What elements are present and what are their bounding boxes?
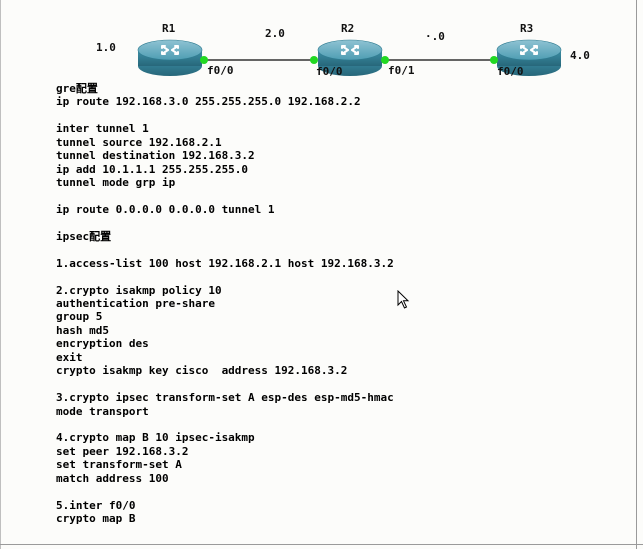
config-line: tunnel source 192.168.2.1 bbox=[56, 135, 222, 149]
link-endpoint-r3-f0-0 bbox=[490, 56, 498, 64]
router-r2-icon[interactable] bbox=[317, 39, 383, 76]
network-label-3: ·.0 bbox=[425, 30, 445, 43]
config-line: 3.crypto ipsec transform-set A esp-des e… bbox=[56, 391, 394, 405]
config-line: ip route 0.0.0.0 0.0.0.0 tunnel 1 bbox=[56, 202, 275, 216]
link-endpoint-r2-f0-0 bbox=[310, 56, 318, 64]
config-line bbox=[56, 378, 394, 391]
config-line: tunnel mode grp ip bbox=[56, 176, 176, 190]
config-line: authentication pre-share bbox=[56, 297, 215, 310]
frame-border-left bbox=[0, 0, 1, 549]
config-line: crypto map B bbox=[56, 512, 136, 525]
config-line: encryption des bbox=[56, 337, 149, 351]
mouse-pointer-icon bbox=[397, 290, 410, 309]
link-endpoint-r1-f0-0 bbox=[200, 56, 208, 64]
config-line bbox=[56, 485, 394, 498]
config-line: crypto isakmp key cisco address 192.168.… bbox=[56, 364, 348, 378]
config-line: set transform-set A bbox=[56, 458, 182, 472]
config-text-block: gre配置 ip route 192.168.3.0 255.255.255.0… bbox=[56, 82, 394, 525]
config-line bbox=[56, 270, 394, 283]
router-r3-icon[interactable] bbox=[496, 39, 562, 76]
config-line: 2.crypto isakmp policy 10 bbox=[56, 283, 222, 297]
config-line: ipsec配置 bbox=[56, 229, 112, 243]
router-r2-label: R2 bbox=[341, 22, 355, 35]
config-line bbox=[56, 418, 394, 431]
router-r1-icon[interactable] bbox=[137, 39, 203, 76]
network-label-4: 4.0 bbox=[570, 49, 590, 62]
config-line: tunnel destination 192.168.3.2 bbox=[56, 149, 255, 163]
interface-label-r1-f0-0: f0/0 bbox=[207, 64, 234, 77]
config-line: inter tunnel 1 bbox=[56, 122, 149, 136]
config-line: 4.crypto map B 10 ipsec-isakmp bbox=[56, 431, 255, 445]
network-topology bbox=[137, 39, 562, 76]
config-line: gre配置 bbox=[56, 82, 98, 95]
link-endpoint-r2-f0-1 bbox=[381, 56, 389, 64]
interface-label-r3-f0-0: f0/0 bbox=[497, 65, 524, 78]
config-line bbox=[56, 243, 394, 256]
interface-label-r2-f0-0: f0/0 bbox=[316, 65, 343, 78]
config-line: ip add 10.1.1.1 255.255.255.0 bbox=[56, 162, 249, 176]
config-line bbox=[56, 190, 394, 203]
router-r1-label: R1 bbox=[162, 22, 176, 35]
network-label-2: 2.0 bbox=[265, 27, 285, 40]
config-line: ip route 192.168.3.0 255.255.255.0 192.1… bbox=[56, 95, 361, 109]
config-line: 5.inter f0/0 bbox=[56, 498, 136, 512]
config-line: hash md5 bbox=[56, 323, 109, 337]
config-line: group 5 bbox=[56, 310, 103, 324]
frame-border-right bbox=[636, 0, 637, 549]
config-line: mode transport bbox=[56, 404, 149, 418]
config-line bbox=[56, 109, 394, 122]
config-line: set peer 192.168.3.2 bbox=[56, 444, 189, 458]
frame-border-bottom bbox=[0, 544, 643, 545]
interface-label-r2-f0-1: f0/1 bbox=[388, 64, 415, 77]
router-r3-label: R3 bbox=[520, 22, 534, 35]
config-line: exit bbox=[56, 350, 83, 364]
network-label-1: 1.0 bbox=[96, 41, 116, 54]
config-line: match address 100 bbox=[56, 471, 169, 485]
config-line bbox=[56, 216, 394, 229]
config-line: 1.access-list 100 host 192.168.2.1 host … bbox=[56, 256, 394, 270]
